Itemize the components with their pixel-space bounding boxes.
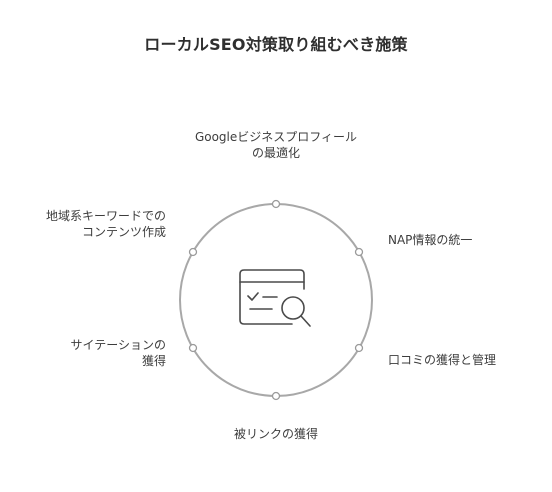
cycle-ring xyxy=(179,203,373,397)
label-backlink-acquisition: 被リンクの獲得 xyxy=(176,426,376,442)
node-lower-right xyxy=(354,343,364,353)
node-top xyxy=(271,199,281,209)
label-review-management: 口コミの獲得と管理 xyxy=(388,352,496,368)
label-citation-acquisition: サイテーションの 獲得 xyxy=(0,337,166,369)
node-upper-left xyxy=(188,247,198,257)
label-line: の最適化 xyxy=(251,146,300,160)
node-lower-left xyxy=(188,343,198,353)
node-bottom xyxy=(271,391,281,401)
label-line: 地域系キーワードでの xyxy=(45,209,166,223)
checklist-search-icon xyxy=(239,269,311,327)
label-line: 獲得 xyxy=(141,354,166,368)
label-line: コンテンツ作成 xyxy=(81,225,166,239)
label-local-keyword-content: 地域系キーワードでの コンテンツ作成 xyxy=(0,208,166,240)
node-upper-right xyxy=(354,247,364,257)
diagram-title: ローカルSEO対策取り組むべき施策 xyxy=(144,35,408,54)
label-line: 口コミの獲得と管理 xyxy=(388,353,497,367)
label-gbp-optimization: Googleビジネスプロフィール の最適化 xyxy=(176,129,376,161)
label-line: 被リンクの獲得 xyxy=(233,427,318,441)
label-line: NAP情報の統一 xyxy=(388,233,473,247)
label-line: サイテーションの xyxy=(70,338,166,352)
label-line: Googleビジネスプロフィール xyxy=(194,130,358,144)
label-nap-unification: NAP情報の統一 xyxy=(388,232,472,248)
